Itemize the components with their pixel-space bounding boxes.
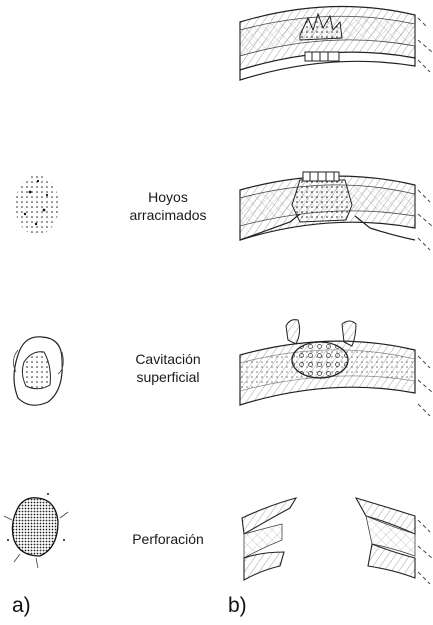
wall-cross-section-icon (240, 320, 432, 416)
wall-cross-section-icon (240, 6, 432, 80)
wall-cross-section-icon (240, 172, 432, 250)
perforation-top-view-icon (4, 493, 68, 568)
pit-cluster-icon (15, 175, 59, 235)
cavitation-top-view-icon (13, 337, 63, 405)
wall-cross-section-icon (242, 498, 432, 584)
